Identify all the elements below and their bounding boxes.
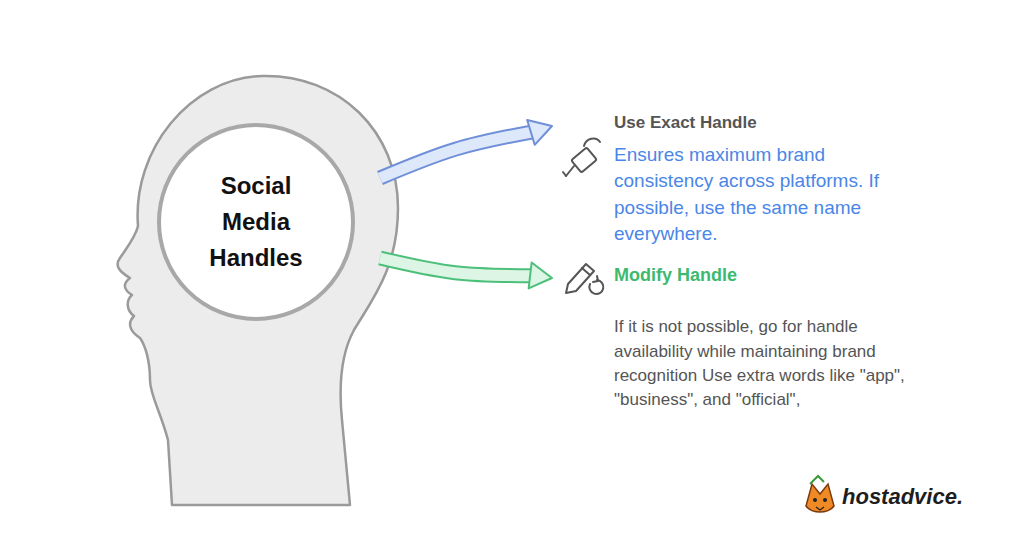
arrow-head [529, 263, 552, 289]
flow-arrow [380, 258, 552, 288]
node-heading: Social Media Handles [196, 168, 316, 276]
arrow-body [380, 258, 532, 276]
node-heading: Use Exact Handle [614, 112, 899, 134]
flow-arrow [380, 120, 552, 178]
brand-logo-text: hostadvice. [842, 484, 963, 510]
node-body: Ensures maximum brand consistency across… [614, 142, 899, 247]
topic-circle: Social Media Handles [156, 122, 356, 322]
node-body: If it is not possible, go for handle ava… [614, 315, 914, 412]
fox-logo [806, 476, 834, 512]
pencil-icon [566, 264, 603, 294]
option-block: Use Exact HandleEnsures maximum brand co… [614, 112, 899, 247]
node-heading: Modify Handle [614, 264, 914, 287]
arrow-head [527, 120, 552, 145]
arrow-outline [380, 258, 532, 276]
head-silhouette [118, 76, 398, 505]
lock-icon [563, 139, 600, 176]
arrow-outline [380, 132, 533, 178]
arrow-body [380, 132, 533, 178]
option-block: Modify Handle If it is not possible, go f… [614, 264, 914, 412]
circle-shape [159, 125, 353, 319]
